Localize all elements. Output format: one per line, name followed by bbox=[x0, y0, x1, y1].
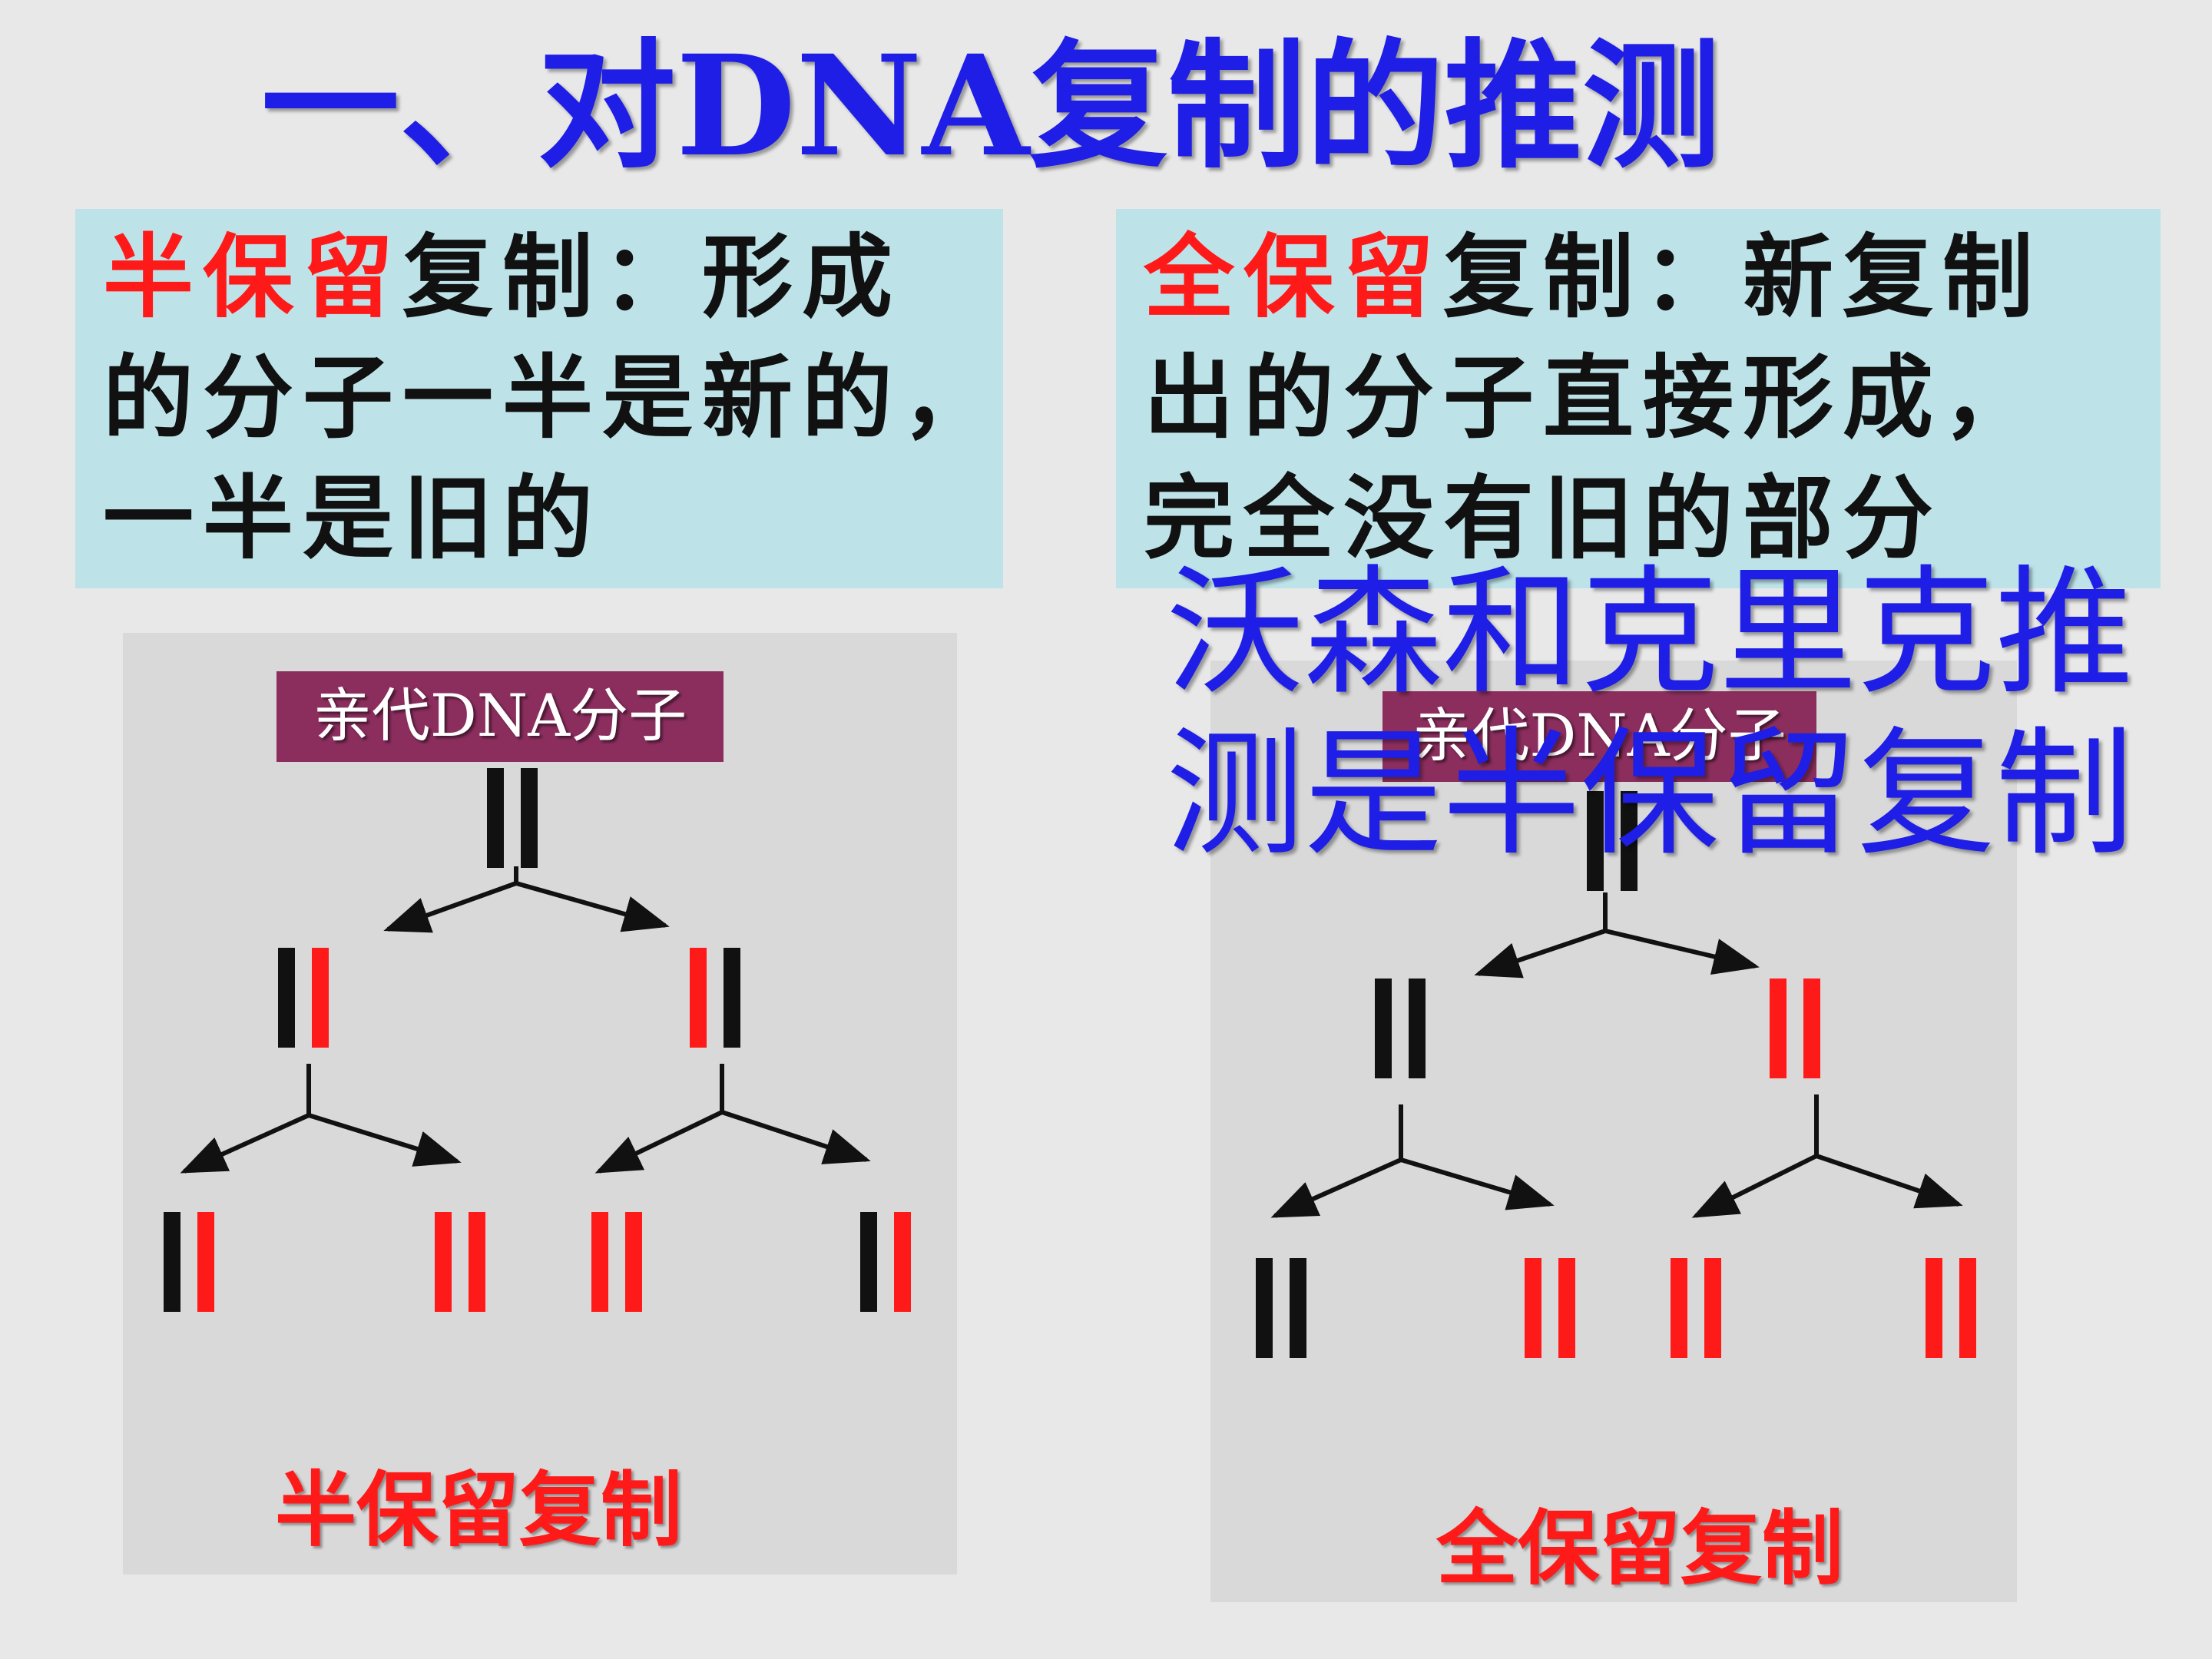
conservative-gen2-1-strand-1 bbox=[1256, 1258, 1273, 1358]
semi-split-2a-arrow-left bbox=[180, 1113, 310, 1174]
conservative-line-1-rest: 复制：新复制 bbox=[1443, 224, 2043, 330]
conservative-line-3: 完全没有旧的部分 bbox=[1144, 465, 1943, 571]
dna-strands bbox=[164, 768, 1976, 1358]
conservative-gen2-2-strand-2 bbox=[1558, 1258, 1575, 1358]
conservative-gen2-3-strand-2 bbox=[1704, 1258, 1721, 1358]
conservative-gen2-1-strand-2 bbox=[1290, 1258, 1306, 1358]
watson-crick-overlay: 沃森和克里克推 测是半保留复制 bbox=[1166, 553, 2134, 876]
conservative-parent-strand-1 bbox=[1587, 791, 1604, 891]
conservative-split-1-arrow-right bbox=[1604, 929, 1760, 975]
conservative-line-1: 全保留复制：新复制 bbox=[1144, 217, 2161, 337]
conservative-split-2b-arrow-right bbox=[1816, 1154, 1963, 1209]
semi-split-1-arrow-left bbox=[383, 881, 518, 933]
conservative-parent-strand-2 bbox=[1621, 791, 1637, 891]
conservative-highlight: 全保留 bbox=[1144, 224, 1444, 330]
semi-parent-strand-1 bbox=[487, 768, 504, 868]
conservative-split-2b-arrow-left bbox=[1691, 1154, 1818, 1218]
conservative-split-1-arrow-left bbox=[1474, 929, 1606, 979]
semi-gen1-left-strand-1 bbox=[278, 948, 295, 1048]
semi-split-2b-arrow-right bbox=[721, 1110, 871, 1164]
overlay-line-2: 测是半保留复制 bbox=[1166, 714, 2134, 875]
conservative-line-2: 出的分子直接形成， bbox=[1144, 344, 2043, 451]
semi-gen1-right-strand-1 bbox=[690, 948, 707, 1048]
conservative-gen2-4-strand-2 bbox=[1959, 1258, 1976, 1358]
semi-gen2-3-strand-1 bbox=[591, 1212, 608, 1312]
semi-conservative-panel bbox=[123, 633, 957, 1575]
conservative-caption: 全保留复制 bbox=[1436, 1502, 1843, 1596]
conservative-gen2-3-strand-1 bbox=[1671, 1258, 1687, 1358]
conservative-gen2-4-strand-1 bbox=[1926, 1258, 1942, 1358]
parent-dna-label-semi: 亲代DNA分子 bbox=[276, 671, 724, 762]
semi-line-1-rest: 复制：形成 bbox=[402, 224, 902, 330]
conservative-definition: 全保留复制：新复制 出的分子直接形成， 完全没有旧的部分 bbox=[1116, 209, 2161, 588]
semi-gen2-1-strand-1 bbox=[164, 1212, 180, 1312]
conservative-gen1-left-strand-1 bbox=[1375, 979, 1392, 1078]
semi-gen2-4-strand-1 bbox=[860, 1212, 877, 1312]
semi-gen2-4-strand-2 bbox=[894, 1212, 911, 1312]
semi-gen2-1-strand-2 bbox=[197, 1212, 214, 1312]
conservative-split-2a-arrow-right bbox=[1400, 1157, 1555, 1210]
semi-split-2a-arrow-right bbox=[308, 1113, 462, 1167]
semi-line-3: 一半是旧的 bbox=[103, 465, 603, 571]
semi-gen2-3-strand-2 bbox=[625, 1212, 642, 1312]
conservative-panel bbox=[1210, 661, 2017, 1602]
page-title: 一、对DNA复制的推测 bbox=[261, 25, 1721, 187]
overlay-line-1: 沃森和克里克推 bbox=[1166, 553, 2134, 714]
parent-dna-label-conservative: 亲代DNA分子 bbox=[1382, 691, 1816, 782]
replication-arrows bbox=[180, 866, 1963, 1218]
semi-gen1-right-strand-2 bbox=[724, 948, 740, 1048]
semi-conservative-definition: 半保留复制：形成 的分子一半是新的， 一半是旧的 bbox=[75, 209, 1003, 588]
semi-gen1-left-strand-2 bbox=[312, 948, 329, 1048]
conservative-gen1-right-strand-2 bbox=[1803, 979, 1820, 1078]
conservative-gen1-right-strand-1 bbox=[1770, 979, 1786, 1078]
semi-line-2: 的分子一半是新的， bbox=[103, 344, 1002, 451]
conservative-gen1-left-strand-2 bbox=[1409, 979, 1426, 1078]
conservative-split-2a-arrow-left bbox=[1270, 1157, 1402, 1218]
semi-split-2b-arrow-left bbox=[594, 1110, 724, 1174]
semi-gen2-2-strand-2 bbox=[469, 1212, 485, 1312]
semi-line-1: 半保留复制：形成 bbox=[103, 217, 1003, 337]
semi-split-1-arrow-right bbox=[515, 881, 670, 932]
semi-highlight: 半保留 bbox=[103, 224, 403, 330]
semi-conservative-caption: 半保留复制 bbox=[275, 1463, 682, 1558]
semi-gen2-2-strand-1 bbox=[435, 1212, 452, 1312]
semi-parent-strand-2 bbox=[521, 768, 538, 868]
conservative-gen2-2-strand-1 bbox=[1525, 1258, 1541, 1358]
